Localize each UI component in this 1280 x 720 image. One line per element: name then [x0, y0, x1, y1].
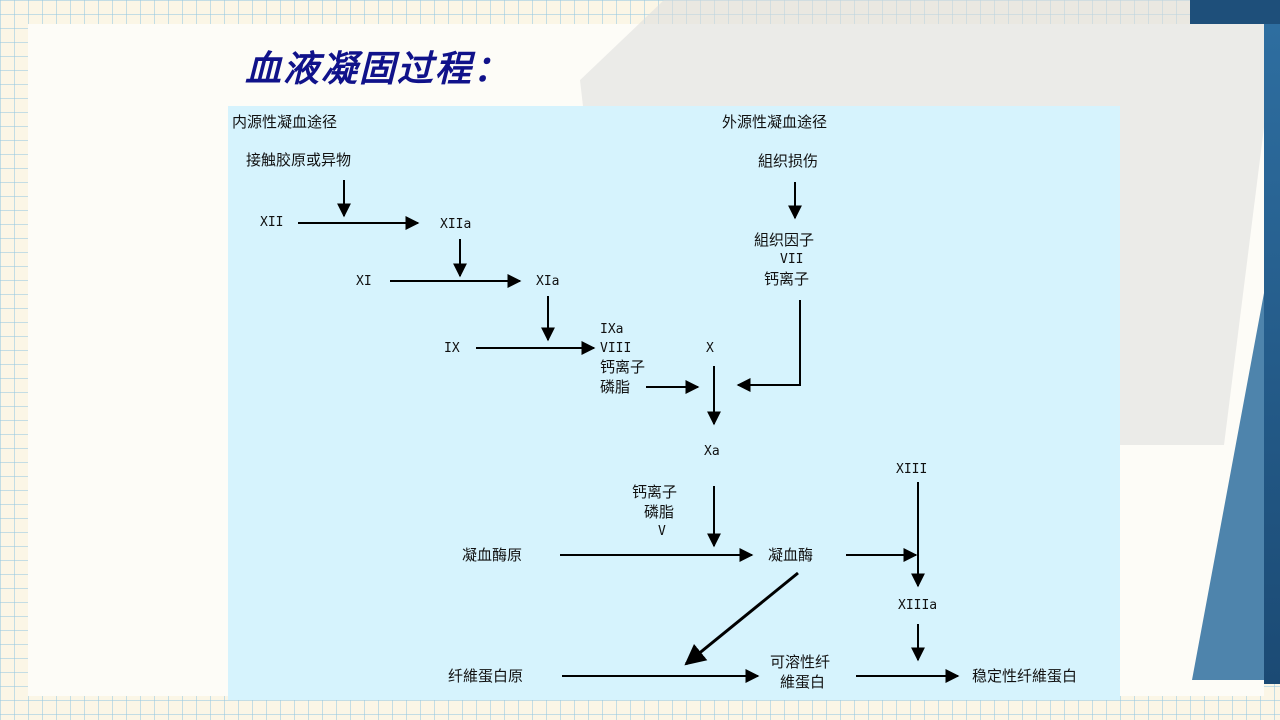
fibrinogen-label: 纤維蛋白原: [448, 667, 524, 685]
tissue-damage-label: 組织损伤: [758, 152, 819, 170]
arrow-thrombin-diagonal: [684, 571, 799, 666]
factor-xiiia-label: XIIIa: [898, 598, 938, 613]
factor-xa-label: Xa: [704, 444, 720, 459]
factor-xia-label: XIa: [536, 274, 560, 289]
coagulation-diagram: 内源性凝血途径 外源性凝血途径 接触胶原或异物 XII XIIa XI XIa …: [228, 106, 1120, 700]
phospholipid-label-1: 磷脂: [600, 378, 631, 396]
intrinsic-pathway-heading: 内源性凝血途径: [232, 113, 338, 131]
decorative-blue-band-top: [1190, 0, 1280, 24]
calcium-ion-label-1: 钙离子: [600, 358, 646, 376]
phospholipid-label-2: 磷脂: [644, 503, 675, 521]
slide-title: 血液凝固过程：: [245, 48, 512, 90]
factor-v-label: V: [658, 524, 666, 539]
soluble-fibrin-label-line1: 可溶性纤: [770, 653, 831, 671]
soluble-fibrin-label-line2: 維蛋白: [780, 673, 826, 691]
factor-x-label: X: [706, 341, 714, 356]
prothrombin-label: 凝血酶原: [462, 546, 523, 564]
decorative-blue-band-right: [1264, 24, 1280, 684]
factor-ix-label: IX: [444, 341, 460, 356]
factor-xi-label: XI: [356, 274, 372, 289]
stable-fibrin-label: 稳定性纤維蛋白: [972, 667, 1078, 685]
factor-viii-label: VIII: [600, 341, 632, 356]
extrinsic-pathway-heading: 外源性凝血途径: [722, 113, 828, 131]
factor-vii-label: VII: [780, 252, 804, 267]
factor-xiia-label: XIIa: [440, 217, 472, 232]
thrombin-label: 凝血酶: [768, 546, 814, 564]
arrow-extrinsic-to-x: [736, 300, 801, 392]
contact-collagen-label: 接触胶原或异物: [246, 151, 352, 169]
diagram-arrows: [298, 180, 960, 683]
calcium-ion-label-2: 钙离子: [632, 483, 678, 501]
factor-ixa-label: IXa: [600, 322, 624, 337]
factor-xiii-label: XIII: [896, 462, 928, 477]
factor-xii-label: XII: [260, 215, 284, 230]
calcium-ion-label-ext: 钙离子: [764, 270, 810, 288]
tissue-factor-label: 組织因子: [754, 231, 815, 249]
